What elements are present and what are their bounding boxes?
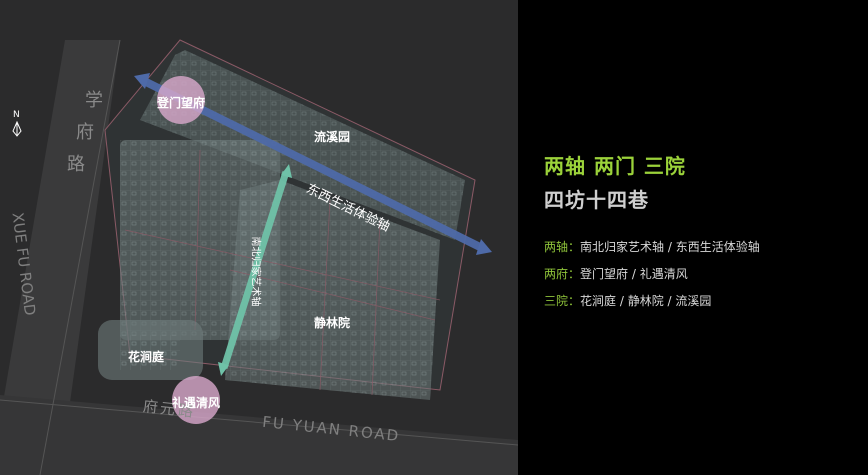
- court-huajian-label: 花涧庭: [128, 350, 165, 364]
- block-grid-east: [225, 180, 440, 400]
- gate-north-label: 登门望府: [157, 96, 206, 110]
- panel-item-value: 南北归家艺术轴 / 东西生活体验轴: [580, 240, 760, 254]
- panel-subtitle: 四坊十四巷: [544, 188, 649, 212]
- court-jinglin-label: 静林院: [314, 316, 351, 330]
- panel-item-key: 两轴：: [544, 240, 581, 254]
- road-north-char-3: 路: [67, 154, 85, 175]
- road-north-char-1: 学: [85, 90, 103, 111]
- gate-south-label: 礼遇清风: [172, 396, 221, 410]
- panel-item-key: 三院：: [544, 294, 581, 308]
- compass-label: N: [13, 110, 20, 120]
- panel-item-gates: 两府：登门望府 / 礼遇清风: [544, 265, 688, 282]
- gate-south-circle: [172, 376, 220, 424]
- road-north-char-2: 府: [76, 122, 94, 143]
- road-fuyuan: [0, 395, 518, 475]
- road-south-char-1: 府: [142, 397, 159, 417]
- panel-item-key: 两府：: [544, 267, 581, 281]
- axis-ns: [220, 170, 290, 370]
- court-liuxi-label: 流溪园: [314, 130, 351, 144]
- axis-ns-label: 南北归家艺术轴: [249, 236, 261, 307]
- panel-item-value: 花涧庭 / 静林院 / 流溪园: [580, 294, 712, 308]
- gate-north-circle: [157, 76, 205, 124]
- site-plan: N 学 府 路 XUE FU ROAD 府 元 路 FU YUAN ROAD 东…: [0, 0, 518, 475]
- panel-title: 两轴 两门 三院: [544, 154, 686, 178]
- panel-item-value: 登门望府 / 礼遇清风: [580, 267, 688, 281]
- panel-item-courts: 三院：花涧庭 / 静林院 / 流溪园: [544, 292, 711, 309]
- panel-item-axes: 两轴：南北归家艺术轴 / 东西生活体验轴: [544, 238, 760, 255]
- info-panel: [518, 0, 868, 475]
- compass-icon: [12, 120, 22, 137]
- site-plan-drawing: [0, 39, 518, 475]
- road-xuefu: [0, 40, 120, 475]
